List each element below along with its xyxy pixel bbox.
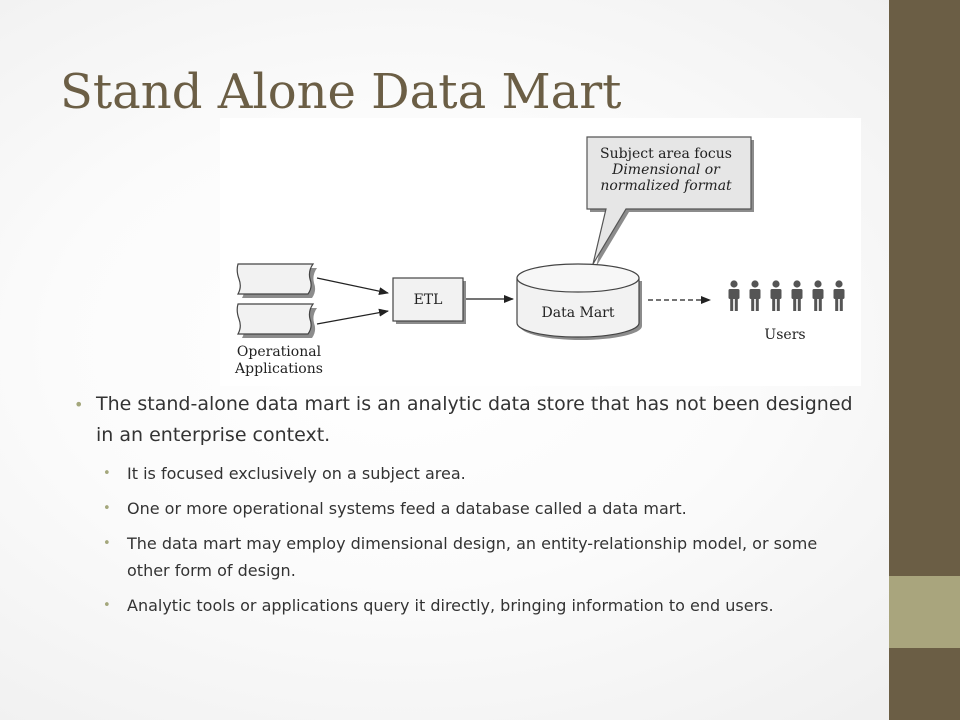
sub-bullet: • It is focused exclusively on a subject … — [74, 460, 854, 487]
person-icon — [770, 280, 782, 311]
person-icon — [812, 280, 824, 311]
data-mart-diagram: Subject area focus Dimensional or normal… — [220, 118, 861, 386]
sub-bullet: • One or more operational systems feed a … — [74, 495, 854, 522]
person-icon — [791, 280, 803, 311]
sources-label-line-1: Operational — [237, 344, 322, 360]
person-icon — [749, 280, 761, 311]
person-icon — [728, 280, 740, 311]
etl-label: ETL — [414, 292, 443, 308]
data-mart-label: Data Mart — [542, 305, 615, 321]
person-icon — [833, 280, 845, 311]
sub-bullet-text: Analytic tools or applications query it … — [127, 596, 774, 615]
users-group — [728, 280, 845, 311]
operational-application-1 — [236, 263, 317, 298]
main-bullet-text: The stand-alone data mart is an analytic… — [96, 393, 853, 446]
callout-line-2: Dimensional or — [611, 162, 721, 178]
sub-bullet-text: It is focused exclusively on a subject a… — [127, 464, 466, 483]
bullet-list: • The stand-alone data mart is an analyti… — [74, 389, 854, 627]
diagram-svg: Subject area focus Dimensional or normal… — [234, 136, 845, 377]
callout-bubble: Subject area focus Dimensional or normal… — [586, 136, 754, 267]
etl-box: ETL — [392, 277, 466, 324]
sub-bullet-text: One or more operational systems feed a d… — [127, 499, 687, 518]
sub-bullet: • Analytic tools or applications query it… — [74, 592, 854, 619]
main-bullet: • The stand-alone data mart is an analyti… — [74, 389, 854, 451]
data-mart-cylinder: Data Mart — [516, 263, 642, 340]
bullet-dot: • — [103, 598, 111, 613]
users-label: Users — [764, 327, 805, 343]
callout-line-1: Subject area focus — [600, 146, 732, 162]
operational-application-2 — [236, 303, 317, 338]
bullet-dot: • — [103, 466, 111, 481]
callout-line-3: normalized format — [600, 178, 732, 194]
bullet-dot: • — [103, 501, 111, 516]
arrow-source-1-to-etl — [316, 277, 389, 296]
side-accent-block — [889, 576, 960, 648]
bullet-dot: • — [103, 536, 111, 551]
slide-title: Stand Alone Data Mart — [60, 64, 622, 120]
bullet-dot: • — [74, 395, 84, 414]
arrow-source-2-to-etl — [316, 308, 389, 325]
sources-label-line-2: Applications — [234, 361, 323, 377]
sub-bullet: • The data mart may employ dimensional de… — [74, 530, 854, 584]
sub-bullet-text: The data mart may employ dimensional des… — [127, 534, 818, 580]
